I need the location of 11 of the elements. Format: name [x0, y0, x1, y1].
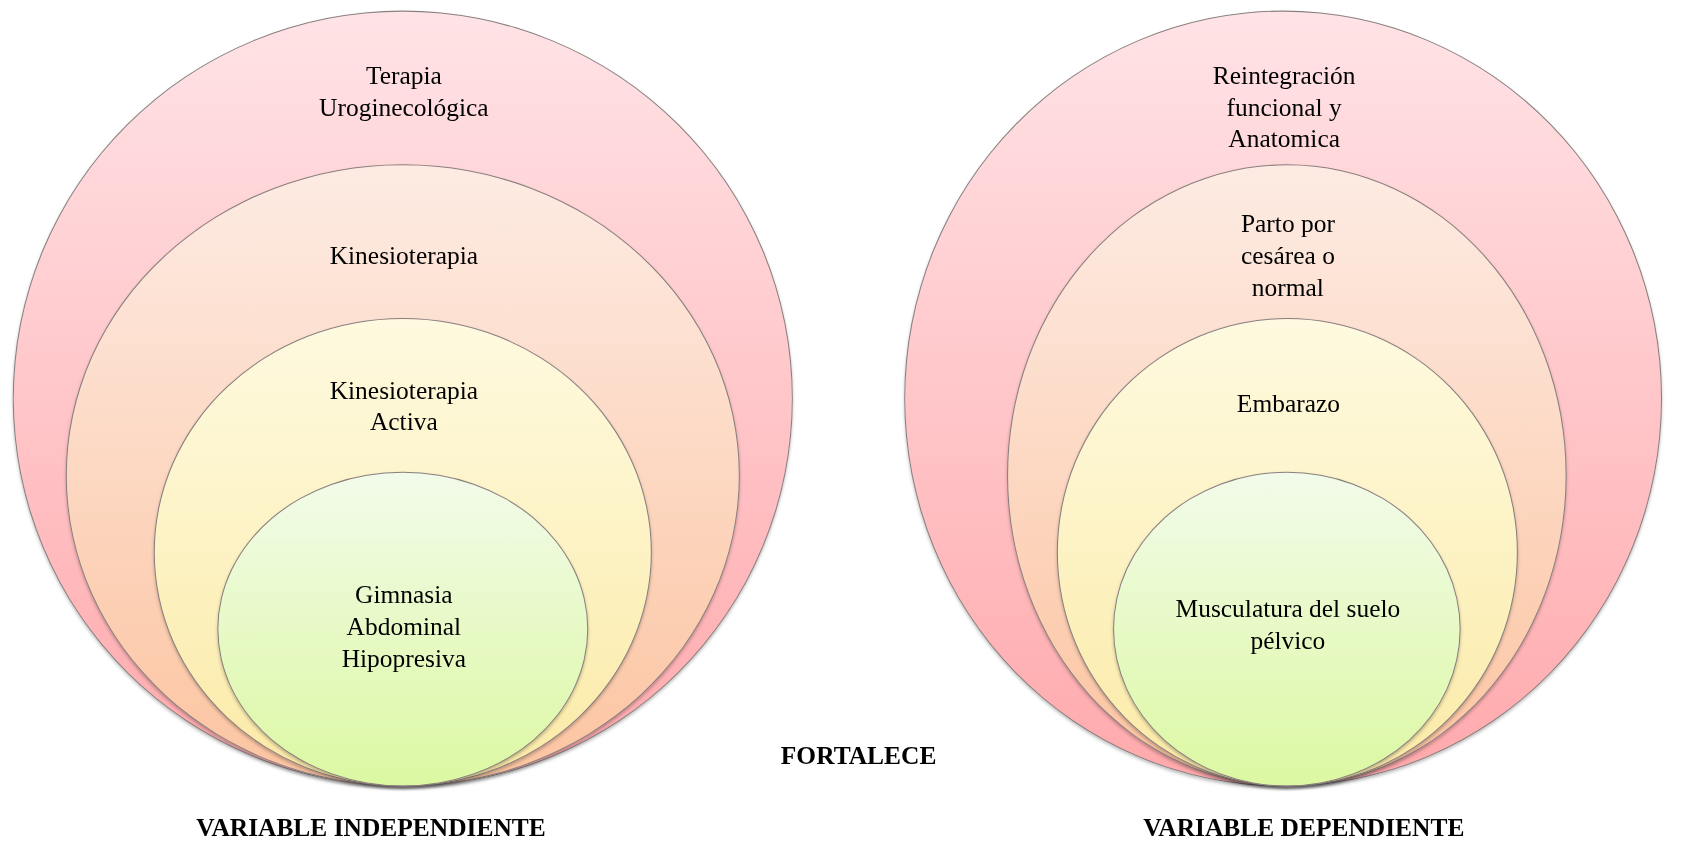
circle-label: Embarazo: [1235, 389, 1341, 420]
circle-label: Terapia Uroginecológica: [318, 60, 490, 123]
circle-label: Kinesioterapia Activa: [328, 375, 480, 438]
circle-label: Gimnasia Abdominal Hipopresiva: [340, 579, 468, 675]
variable-caption: VARIABLE INDEPENDIENTE: [196, 814, 546, 843]
variable-caption: VARIABLE DEPENDIENTE: [1143, 814, 1465, 843]
relation-label: FORTALECE: [780, 742, 937, 771]
circle-label: Reintegración funcional y Anatomica: [1211, 60, 1357, 155]
circle-label: Kinesioterapia: [328, 240, 480, 272]
circle-label: Parto por cesárea o normal: [1239, 208, 1336, 304]
circle-label: Musculatura del suelo pélvico: [1174, 593, 1402, 656]
